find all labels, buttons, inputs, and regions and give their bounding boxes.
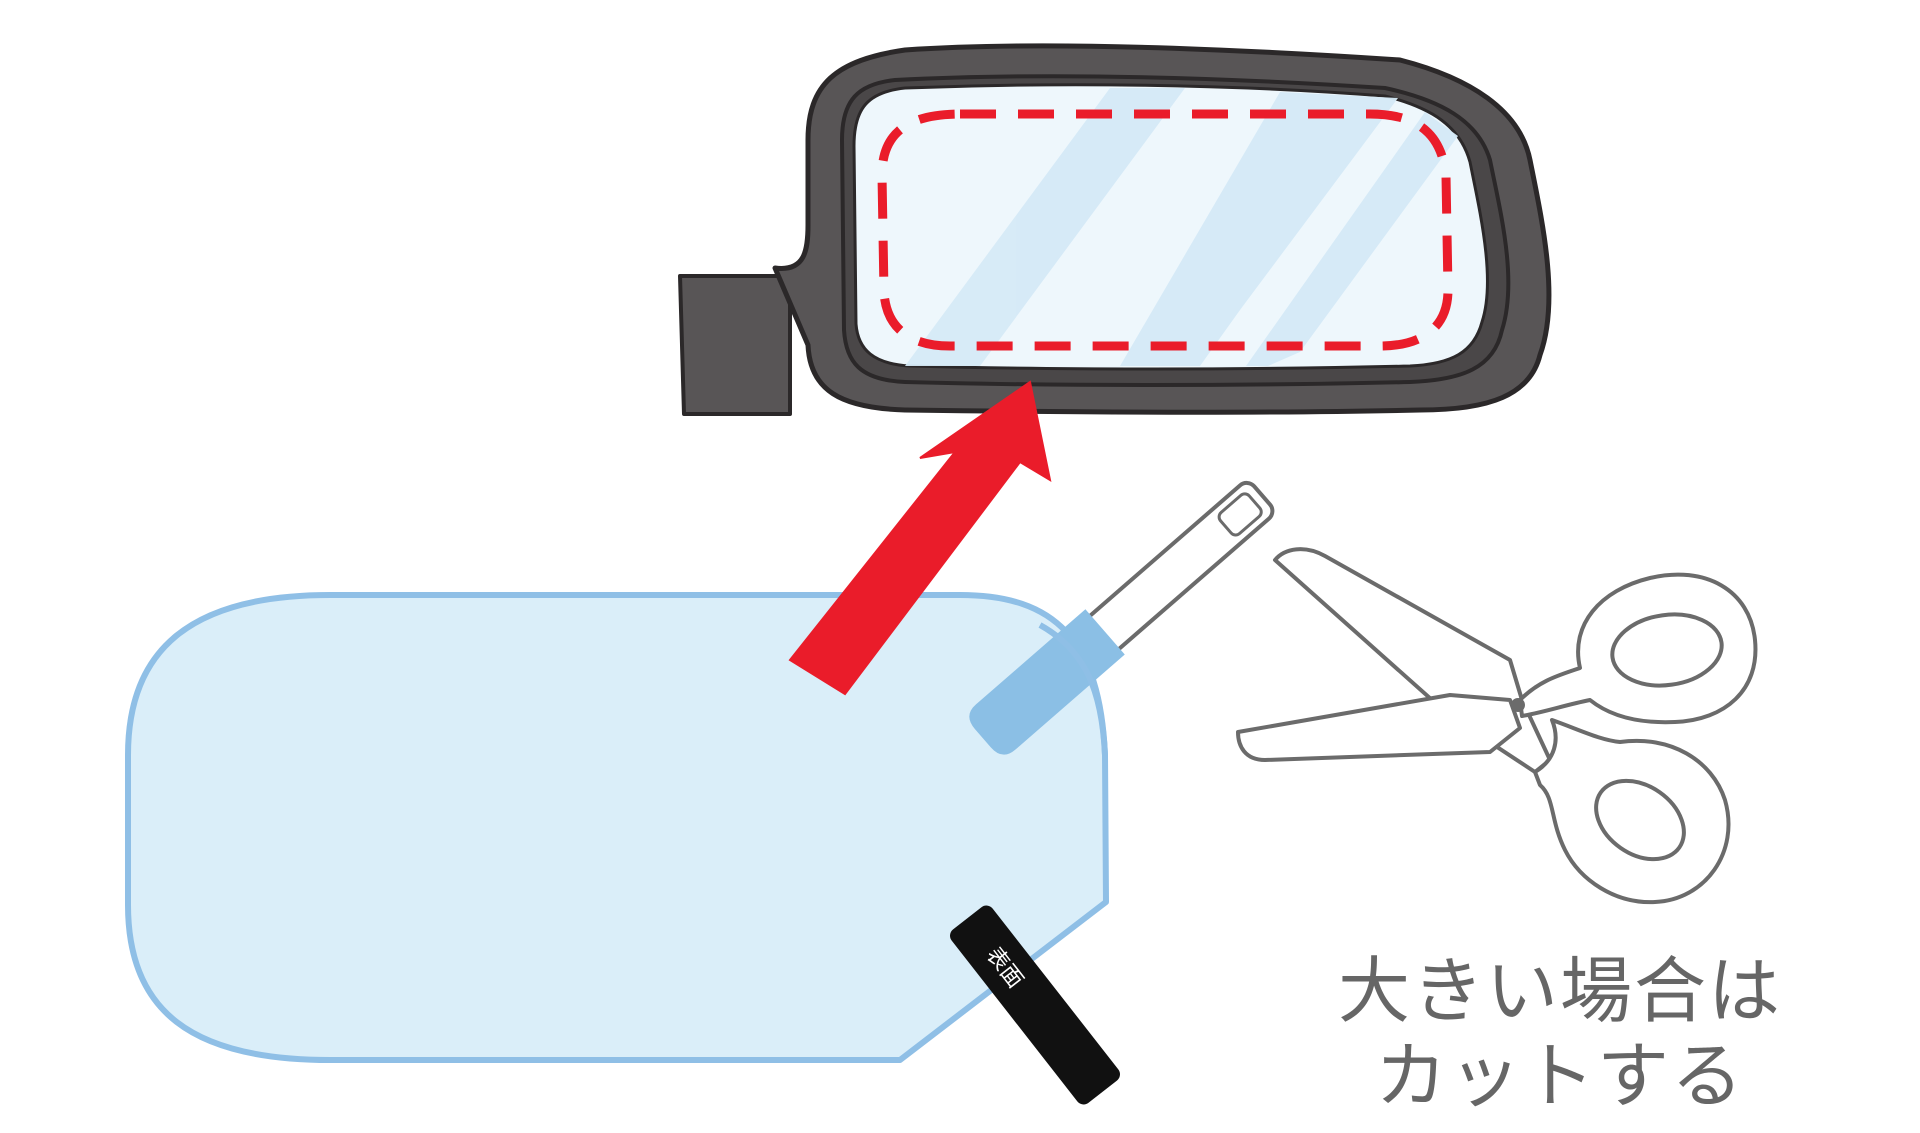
scissors-pivot bbox=[1511, 698, 1525, 712]
scissors-upper-handle-hole bbox=[1610, 612, 1724, 688]
scissors-lower-blade bbox=[1236, 693, 1522, 762]
squeegee-handle-inner bbox=[1217, 492, 1263, 537]
squeegee-icon bbox=[969, 480, 1275, 756]
mirror-mount-arm bbox=[678, 274, 792, 416]
glass-streak-3 bbox=[1246, 112, 1458, 366]
caption-line-2: カットする bbox=[1374, 1034, 1745, 1118]
glass-reflection-streaks bbox=[905, 88, 1458, 366]
arrow-up-right-icon bbox=[788, 380, 1052, 696]
caption-line-1: 大きい場合は bbox=[1337, 949, 1782, 1033]
protective-film bbox=[125, 592, 1109, 1063]
cut-guide-dashed-line bbox=[877, 109, 1453, 351]
squeegee-blade-tip bbox=[969, 609, 1125, 755]
glass-streak-2 bbox=[1120, 92, 1398, 366]
film-sheet bbox=[125, 592, 1109, 1063]
installation-arrow bbox=[788, 380, 1052, 696]
surface-tab: 表面 bbox=[950, 905, 1120, 1105]
glass-streak-1 bbox=[905, 88, 1185, 366]
scissors-lower-handle-hole bbox=[1594, 778, 1686, 862]
scissors-icon bbox=[1236, 547, 1758, 905]
film-border-overlay bbox=[1038, 622, 1108, 756]
side-mirror-icon bbox=[678, 43, 1552, 416]
surface-tab-body bbox=[950, 905, 1120, 1105]
